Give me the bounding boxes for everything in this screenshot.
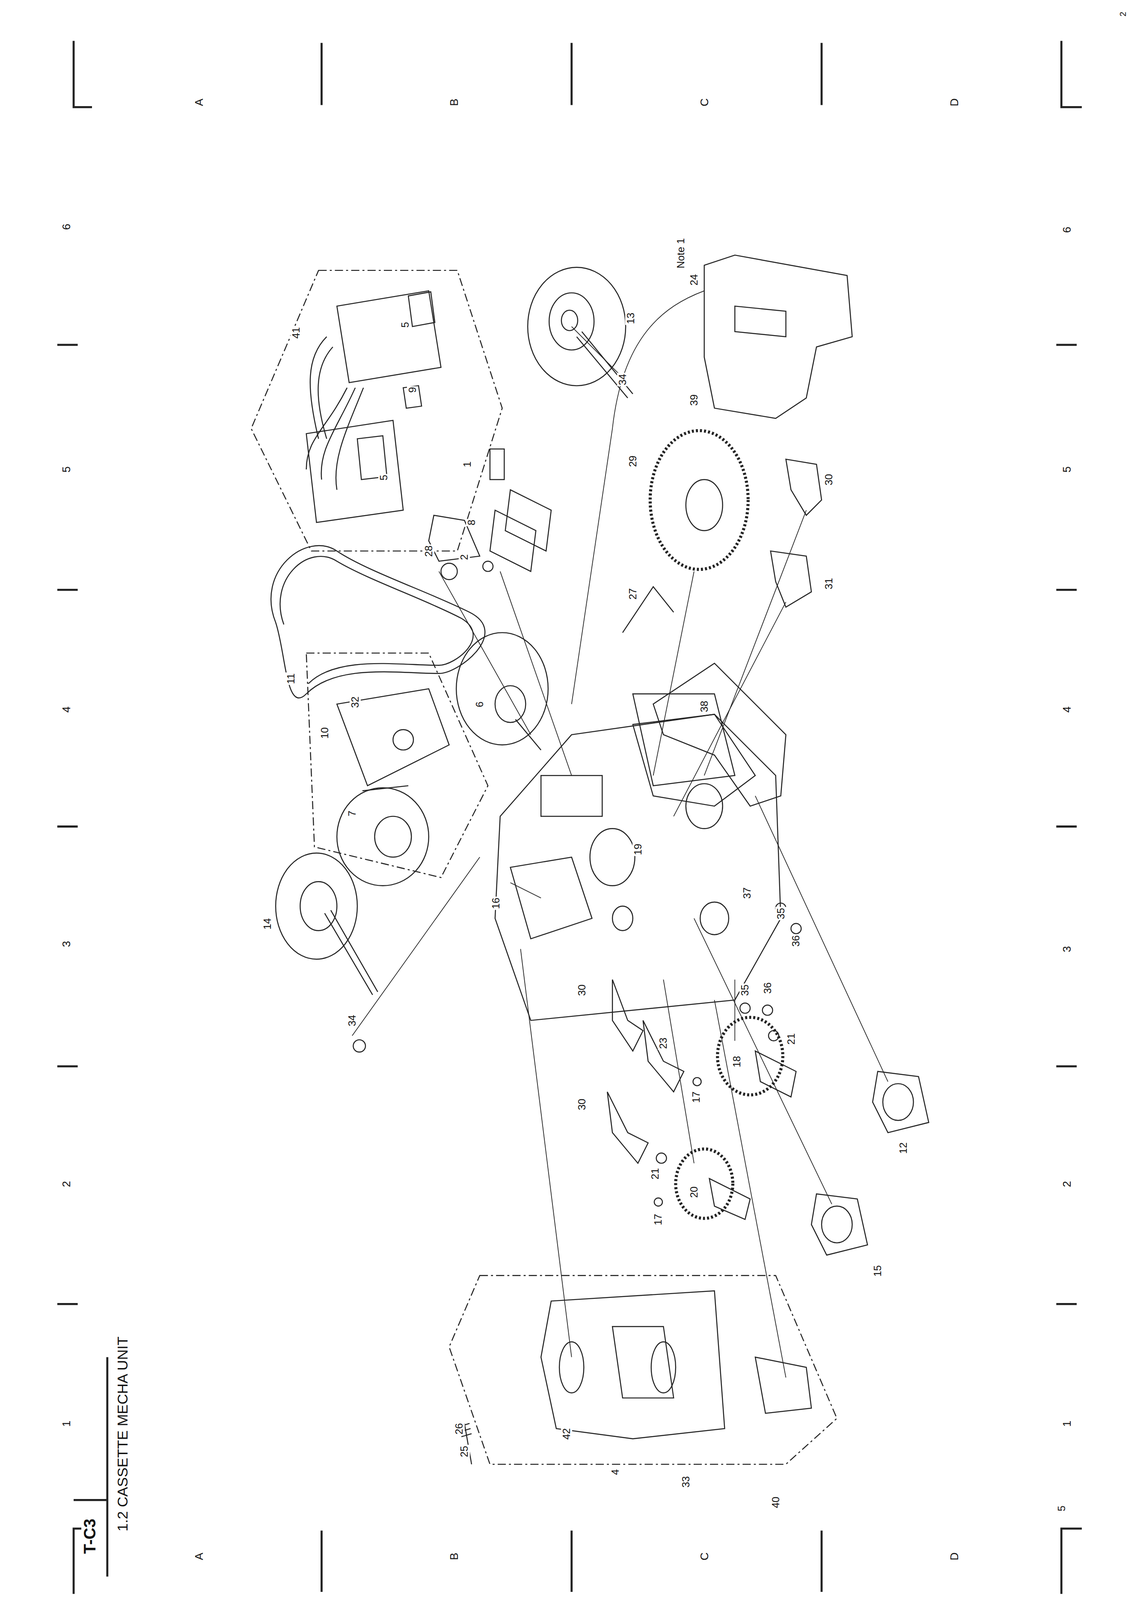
callout-number: 37 — [741, 886, 753, 900]
callout-number: 18 — [731, 1054, 743, 1069]
callout-number: 36 — [762, 981, 774, 995]
chassis — [495, 694, 781, 1021]
callout-number: 17 — [690, 1090, 702, 1105]
callout-number: 7 — [346, 809, 358, 817]
grid-reference: 6 — [60, 222, 73, 231]
callout-number: 41 — [290, 326, 302, 340]
lever — [607, 1091, 648, 1164]
callout-number: 15 — [872, 1264, 884, 1278]
callout-number: 30 — [576, 1097, 588, 1111]
grid-reference: 1 — [60, 1419, 73, 1428]
callout-number: 39 — [688, 393, 700, 407]
flywheel — [527, 267, 633, 398]
callout-number: 29 — [627, 454, 639, 469]
callout-number: 21 — [785, 1032, 797, 1046]
grid-reference: 2 — [1060, 1180, 1073, 1188]
callout-number: 30 — [823, 473, 835, 487]
callout-number: 28 — [423, 544, 435, 559]
bracket — [653, 663, 786, 807]
grid-reference: A — [192, 97, 205, 107]
leader-lines — [352, 290, 888, 1378]
callout-number: 14 — [261, 917, 274, 931]
callout-number: 42 — [561, 1427, 573, 1441]
lever — [612, 979, 644, 1051]
lever — [785, 459, 822, 516]
grid-reference: A — [192, 1552, 205, 1562]
callout-number: Note 1 — [675, 237, 687, 270]
figure-title: 1.2 CASSETTE MECHA UNIT — [114, 1335, 131, 1533]
callout-number: 1 — [461, 460, 473, 469]
callout-number: 11 — [285, 672, 297, 686]
grid-reference: 4 — [60, 705, 73, 714]
grid-reference: C — [698, 1551, 711, 1562]
solenoid — [428, 448, 552, 580]
callout-number: 9 — [406, 385, 419, 394]
grid-reference: 2 — [60, 1180, 73, 1188]
grid-reference: 3 — [60, 940, 73, 948]
callout-number: 10 — [319, 726, 331, 740]
callout-number: 25 — [458, 1444, 470, 1458]
flywheel — [275, 852, 378, 1052]
grid-reference: 4 — [1060, 705, 1073, 714]
callout-number: 35 — [775, 906, 787, 921]
belt — [270, 545, 485, 698]
slide-plate — [734, 305, 786, 337]
grid-reference: 3 — [1060, 945, 1073, 953]
callout-number: 19 — [632, 842, 644, 856]
callout-number: 23 — [657, 1036, 669, 1050]
callout-number: 26 — [453, 1422, 465, 1436]
belt — [280, 556, 474, 684]
callout-number: 4 — [609, 1468, 621, 1476]
callout-number: 6 — [474, 700, 486, 708]
grid-reference: 5 — [1060, 465, 1073, 474]
motor-group — [306, 653, 488, 886]
grid-reference: 6 — [1060, 225, 1073, 234]
callout-number: 24 — [688, 273, 700, 287]
frame-marks — [57, 40, 1082, 1594]
reel — [811, 1071, 929, 1256]
callout-number: 21 — [649, 1167, 661, 1181]
page-mark: 5 — [1056, 1505, 1068, 1513]
callout-number: 35 — [739, 983, 751, 997]
grid-reference: 5 — [60, 465, 73, 474]
callout-number: 33 — [680, 1475, 692, 1489]
page-mark: 2 — [1118, 11, 1128, 18]
callout-number: 16 — [490, 896, 502, 911]
grid-reference: C — [698, 97, 711, 107]
sub-assembly — [449, 1275, 838, 1465]
lever — [643, 1020, 684, 1093]
callout-number: 32 — [349, 695, 361, 710]
callout-number: 40 — [770, 1496, 782, 1510]
page-mark: T-C3 — [81, 1517, 99, 1555]
callout-number: 17 — [652, 1213, 664, 1227]
gear — [654, 902, 802, 1220]
grid-reference: D — [948, 97, 961, 107]
callout-number: 5 — [399, 320, 411, 329]
callout-number: 5 — [378, 474, 390, 482]
callout-number: 8 — [466, 519, 478, 527]
callout-number: 34 — [346, 1014, 358, 1028]
grid-reference: D — [948, 1551, 961, 1562]
callout-number: 12 — [897, 1141, 909, 1155]
callout-number: 31 — [823, 577, 835, 591]
head-board-group — [251, 270, 503, 552]
callout-number: 38 — [698, 699, 710, 713]
gear — [650, 430, 749, 570]
callout-number: 36 — [790, 934, 802, 948]
grid-reference: 1 — [1060, 1419, 1073, 1428]
callout-number: 34 — [617, 373, 629, 387]
callout-number: 2 — [458, 553, 470, 562]
callout-number: 20 — [688, 1185, 700, 1200]
callout-number: 27 — [627, 587, 639, 601]
callout-number: 13 — [625, 311, 637, 326]
slide-plate — [704, 255, 853, 419]
motor — [456, 632, 549, 750]
lever — [770, 551, 812, 608]
spring — [622, 586, 674, 633]
grid-reference: B — [448, 97, 461, 107]
grid-reference: B — [448, 1552, 461, 1562]
callout-number: 30 — [576, 983, 588, 997]
